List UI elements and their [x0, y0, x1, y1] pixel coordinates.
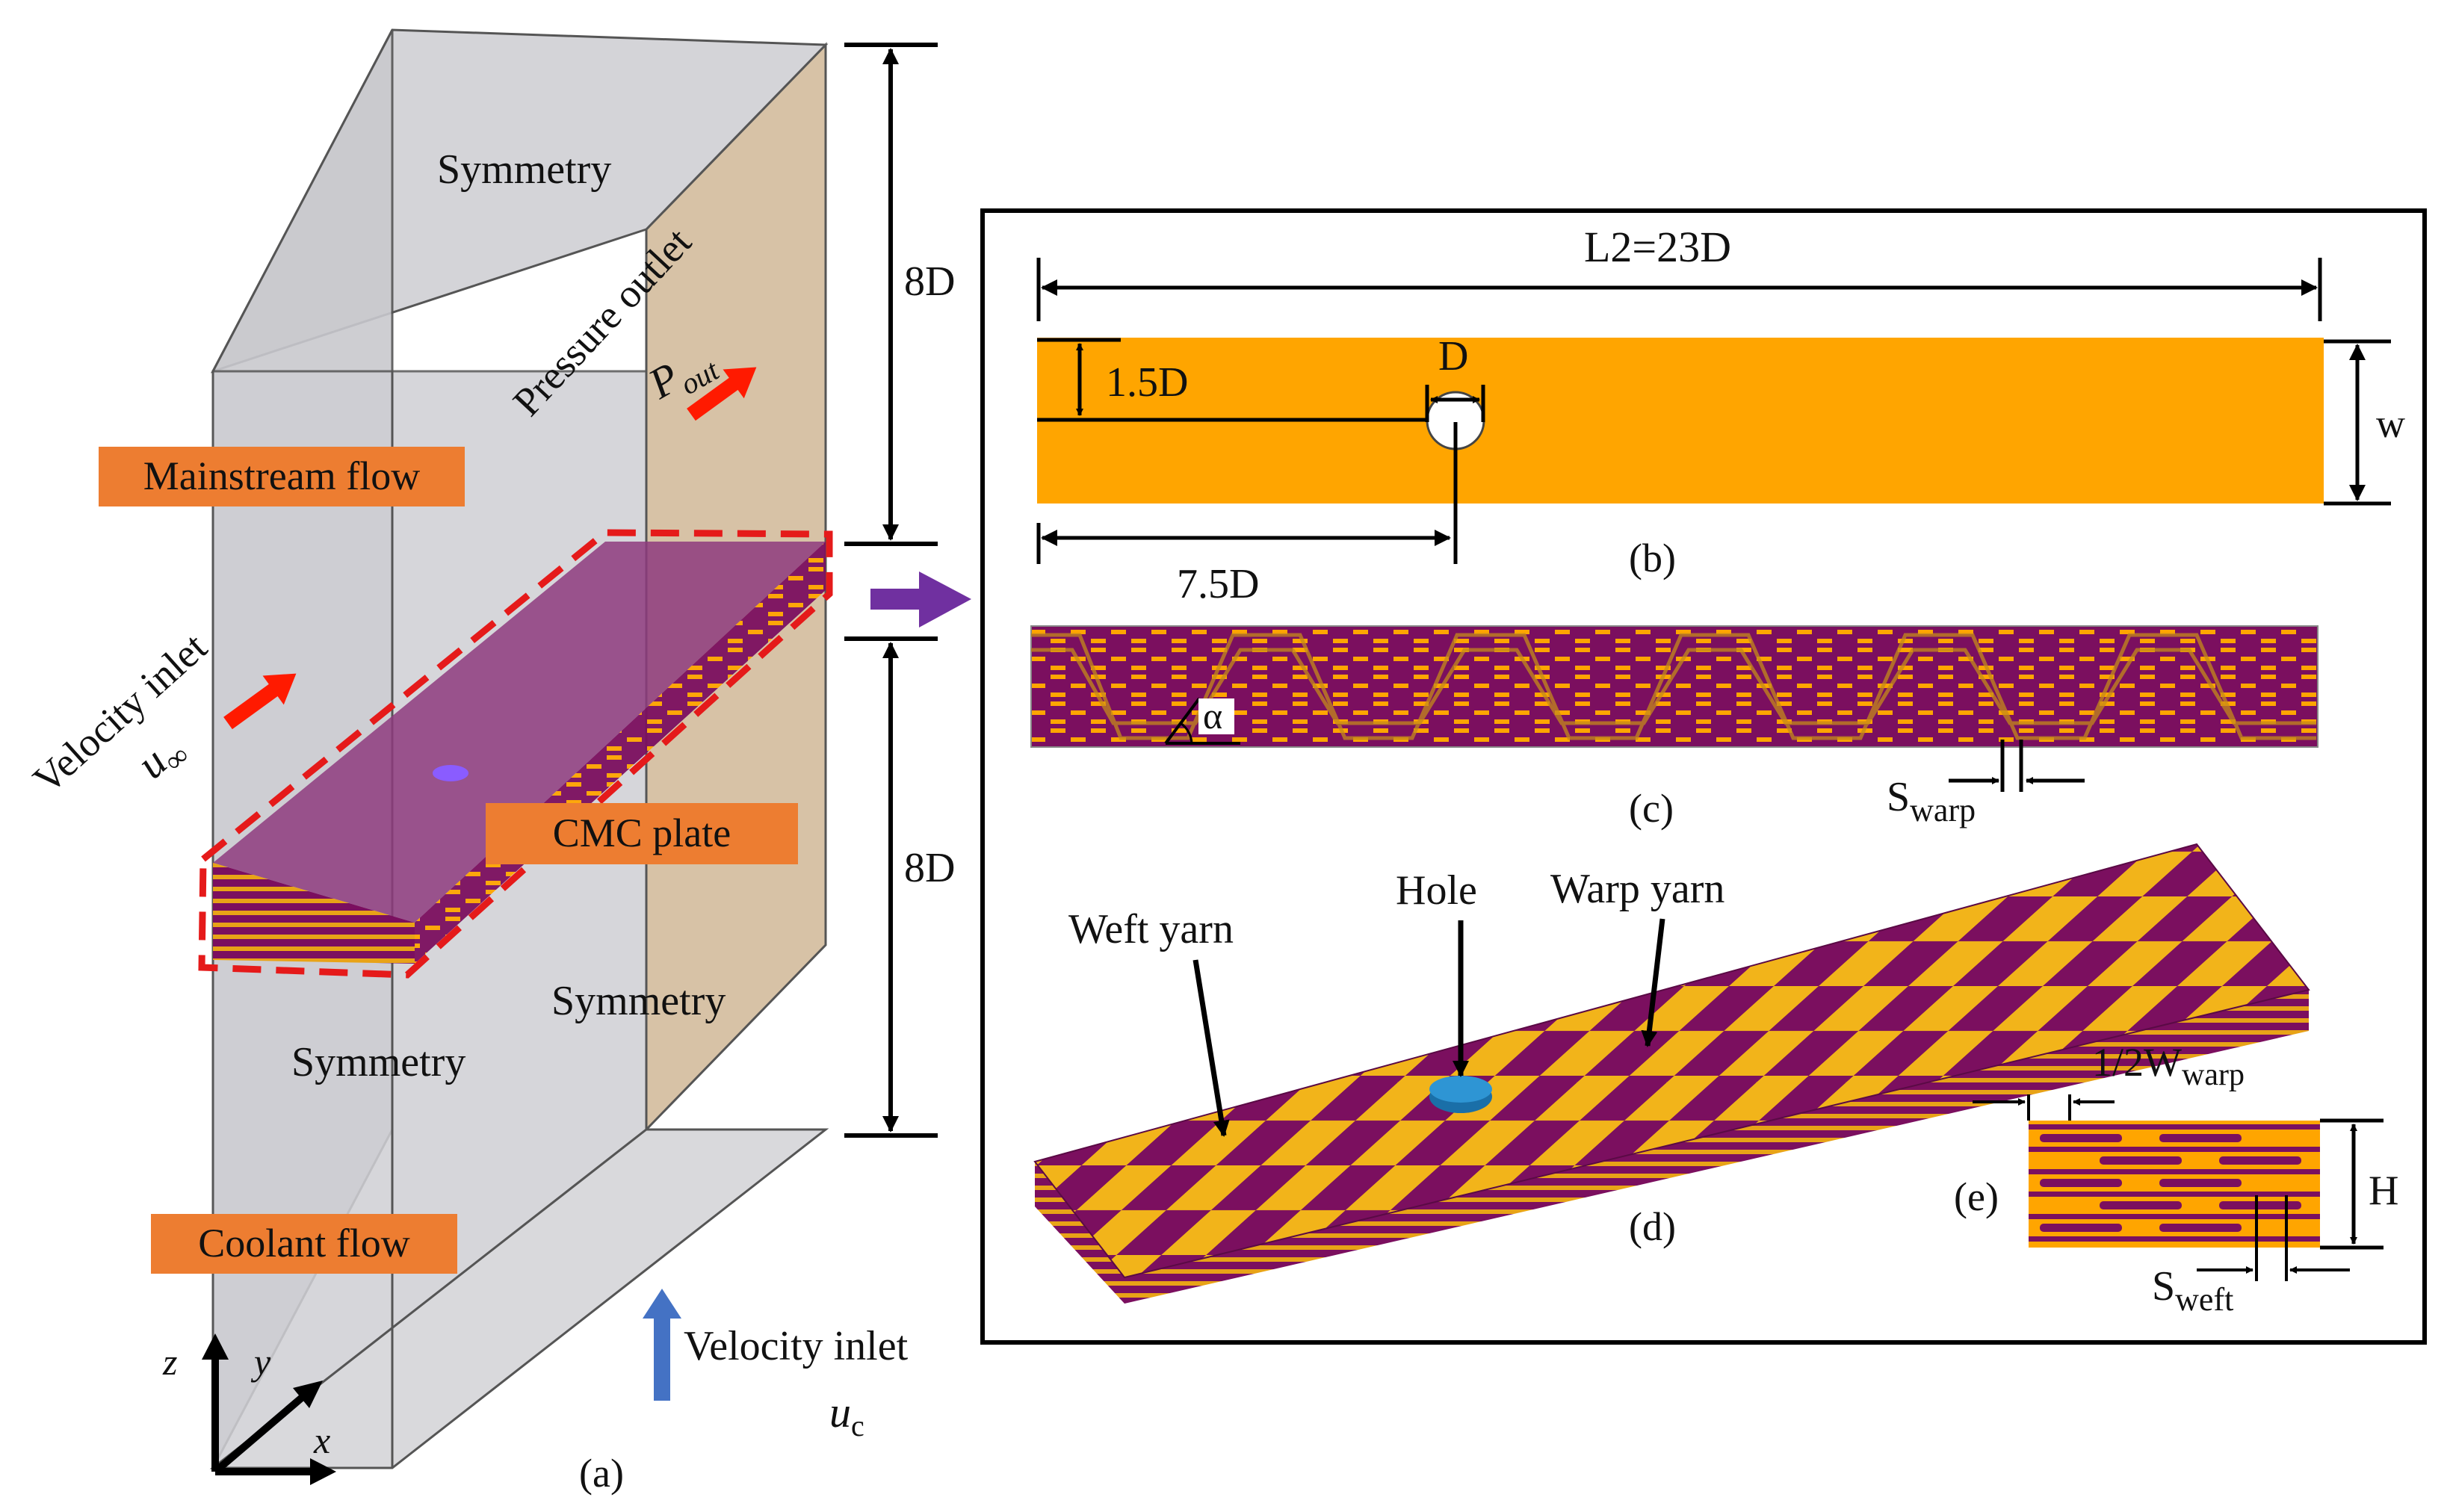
velocity-inlet-main-label: Velocity inlet	[25, 625, 215, 802]
dimension-top	[844, 43, 938, 546]
coolant-inlet-arrow-icon	[643, 1289, 681, 1401]
warp-yarn-label: Warp yarn	[1550, 866, 1724, 912]
axis-z-label: z	[162, 1341, 177, 1383]
axes-triad-icon	[202, 1333, 336, 1485]
top-face-label: Symmetry	[437, 146, 611, 193]
cross-section-layers	[2029, 1124, 2320, 1242]
dimension-top-label: 8D	[904, 258, 955, 305]
cmc-plate-outline	[198, 529, 833, 979]
cmc-plate-box: CMC plate	[486, 803, 798, 864]
mainstream-inlet-arrow-icon	[223, 673, 297, 730]
panel-d: Weft yarn Hole Warp yarn (d)	[1033, 843, 2310, 1304]
woven-plate-side-long	[1125, 990, 2309, 1304]
svg-text:Mainstream flow: Mainstream flow	[143, 453, 420, 498]
bottom-face	[209, 1128, 829, 1469]
warp-spacing-label: Swarp	[1887, 774, 1976, 828]
hole-offset-label: 1.5D	[1106, 359, 1188, 406]
weft-spacing-label: Sweft	[2152, 1263, 2233, 1318]
hole-distance-label: 7.5D	[1177, 561, 1259, 607]
svg-text:CMC plate: CMC plate	[553, 811, 731, 855]
outlet-flow-arrow-icon	[687, 367, 757, 421]
hole-label: Hole	[1396, 867, 1477, 914]
detail-frame	[980, 208, 2427, 1345]
panel-a-caption: (a)	[579, 1451, 624, 1496]
angle-label: α	[1203, 695, 1222, 737]
panel-c: α Swarp (c)	[1030, 625, 2318, 831]
panel-e: 1/2Wwarp H Sweft (e)	[1954, 1040, 2398, 1318]
connector-arrow-icon	[870, 571, 971, 628]
panel-a: Symmetry Pressure outlet Pout Mainstream…	[25, 28, 955, 1496]
uc-symbol: uc	[829, 1388, 864, 1443]
woven-plate-top	[1033, 843, 2310, 1279]
length-label: L2=23D	[1584, 223, 1731, 271]
panel-b: L2=23D 1.5D D 7.5D w (b)	[1036, 223, 2405, 607]
u-inf-symbol: u∞	[127, 723, 196, 793]
axis-y-label: y	[250, 1341, 271, 1383]
cmc-plate-front	[213, 863, 415, 964]
symmetry-front-label: Symmetry	[291, 1039, 465, 1085]
panel-e-caption: (e)	[1954, 1174, 1999, 1219]
hole-diameter-label: D	[1438, 333, 1468, 379]
width-label: w	[2376, 401, 2405, 446]
weft-yarn-label: Weft yarn	[1068, 906, 1234, 952]
half-warp-width-label: 1/2Wwarp	[2092, 1040, 2245, 1092]
woven-plate-side-front	[1035, 1162, 1125, 1304]
dimension-bottom-label: 8D	[904, 845, 955, 891]
coolant-flow-box: Coolant flow	[151, 1214, 457, 1274]
zigzag-warp-overlay	[1031, 633, 2316, 740]
cmc-hole-marker	[433, 765, 468, 781]
axis-x-label: x	[313, 1419, 330, 1461]
height-label: H	[2369, 1168, 2398, 1214]
mainstream-flow-box: Mainstream flow	[99, 447, 465, 506]
panel-d-caption: (d)	[1629, 1204, 1676, 1249]
panel-c-caption: (c)	[1629, 786, 1674, 831]
svg-text:u∞: u∞	[127, 723, 196, 793]
cmc-plate-top	[213, 542, 826, 923]
dimension-bottom	[844, 636, 938, 1138]
svg-text:Coolant flow: Coolant flow	[198, 1221, 409, 1265]
coolant-inlet-label: Velocity inlet	[684, 1323, 909, 1369]
symmetry-back-label: Symmetry	[551, 978, 726, 1024]
panel-b-caption: (b)	[1629, 536, 1676, 580]
